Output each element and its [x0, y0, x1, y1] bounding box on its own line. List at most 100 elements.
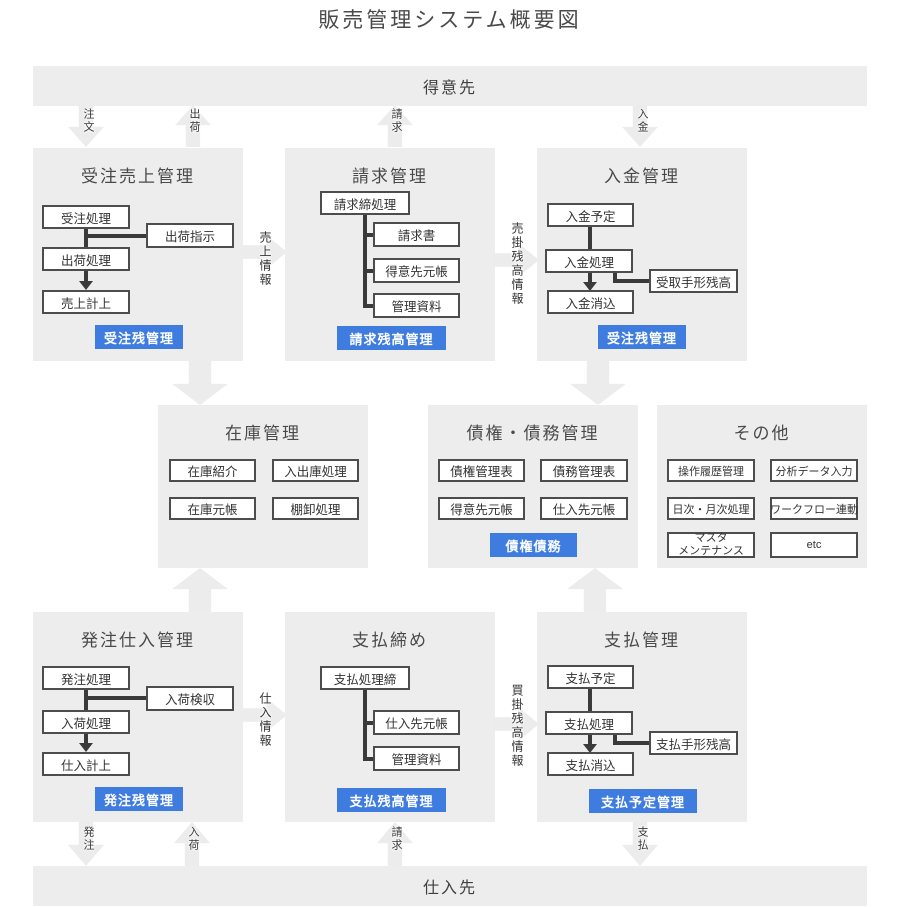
- billing-flow-label: 請求: [390, 108, 402, 134]
- row1-row2-down-arrow-icon: [172, 361, 228, 405]
- box-master-maintenance: マスタ メンテナンス: [667, 532, 755, 558]
- connector-line: [363, 757, 373, 761]
- connector-line: [84, 229, 88, 247]
- box-payables-table: 債務管理表: [540, 459, 628, 482]
- box-inventory-ledger: 在庫元帳: [169, 497, 256, 520]
- box-payment-closing-processing: 支払処理締: [320, 666, 410, 690]
- payment-schedule-badge: 支払予定管理: [589, 789, 697, 813]
- box-stocktaking: 棚卸処理: [272, 497, 359, 520]
- box-receiving-inspection: 入荷検収: [146, 686, 234, 711]
- box-supplier-ledger: 仕入先元帳: [540, 497, 628, 520]
- connector-line: [84, 734, 88, 744]
- panel-billing-management: 請求管理 請求締処理 請求書 得意先元帳 管理資料 請求残高管理: [285, 148, 495, 361]
- billing-flow-label: 請求: [390, 826, 402, 852]
- connector-line: [363, 721, 373, 725]
- box-etc: etc: [770, 532, 858, 558]
- payment-balance-badge: 支払残高管理: [337, 788, 446, 812]
- box-supplier-ledger: 仕入先元帳: [373, 710, 460, 735]
- box-daily-monthly-processing: 日次・月次処理: [667, 497, 755, 520]
- box-invoice: 請求書: [373, 222, 460, 247]
- supplier-band: 仕入先: [33, 866, 867, 906]
- box-notes-receivable-balance: 受取手形残高: [649, 269, 738, 293]
- box-payment-processing: 支払処理: [545, 711, 633, 735]
- box-payment-schedule: 支払予定: [547, 665, 634, 689]
- box-stock-inquiry: 在庫紹介: [169, 459, 256, 482]
- box-sales-recording: 売上計上: [42, 290, 130, 314]
- box-purchase-recording: 仕入計上: [42, 752, 130, 776]
- box-billing-closing: 請求締処理: [320, 191, 410, 215]
- purchase-backlog-badge: 発注残管理: [95, 787, 183, 811]
- box-receivables-table: 債権管理表: [438, 459, 525, 482]
- box-workflow-link: ワークフロー連動: [770, 497, 858, 520]
- purchase-info-label: 仕入情報: [258, 692, 272, 748]
- sales-info-label: 売上情報: [258, 231, 272, 287]
- connector-line: [363, 304, 373, 308]
- connector-line: [363, 215, 367, 306]
- panel-title: 請求管理: [352, 167, 428, 186]
- connector-line: [613, 279, 649, 283]
- panel-title: 在庫管理: [225, 424, 301, 443]
- panel-title: 支払管理: [604, 631, 680, 650]
- box-shipping-processing: 出荷処理: [42, 247, 130, 271]
- connector-line: [84, 234, 150, 238]
- row1-row2-down-arrow-icon: [570, 361, 626, 405]
- arrowhead-down-icon: [79, 743, 93, 752]
- row3-row2-up-arrow-icon: [567, 568, 623, 612]
- panel-credit-debt-management: 債権・債務管理 債権管理表 債務管理表 得意先元帳 仕入先元帳 債権債務: [428, 405, 638, 568]
- connector-line: [84, 271, 88, 282]
- panel-title: 支払締め: [352, 631, 428, 650]
- customer-band: 得意先: [33, 66, 867, 106]
- connector-line: [84, 696, 150, 700]
- diagram-title: 販売管理システム概要図: [318, 9, 582, 32]
- receiving-flow-label: 入荷: [187, 826, 199, 852]
- panel-purchase-order-management: 発注仕入管理 発注処理 入荷検収 入荷処理 仕入計上 発注残管理: [33, 612, 243, 822]
- order-backlog-badge: 受注残管理: [95, 325, 183, 349]
- connector-line: [613, 735, 617, 745]
- panel-inventory-management: 在庫管理 在庫紹介 入出庫処理 在庫元帳 棚卸処理: [158, 405, 368, 568]
- connector-line: [588, 227, 592, 249]
- connector-line: [363, 269, 373, 273]
- arrowhead-down-icon: [79, 281, 93, 290]
- box-receiving-processing: 入荷処理: [42, 710, 130, 734]
- box-management-documents: 管理資料: [373, 293, 460, 318]
- payable-info-label: 買掛残高情報: [510, 684, 524, 768]
- box-deposit-processing: 入金処理: [545, 249, 633, 273]
- receivable-info-label: 売掛残高情報: [510, 222, 524, 306]
- panel-deposit-management: 入金管理 入金予定 入金処理 受取手形残高 入金消込 受注残管理: [537, 148, 747, 361]
- box-customer-ledger: 得意先元帳: [373, 258, 460, 283]
- box-analysis-data-entry: 分析データ入力: [770, 459, 858, 482]
- box-in-out-processing: 入出庫処理: [272, 459, 359, 482]
- connector-line: [363, 690, 367, 761]
- box-operation-history: 操作履歴管理: [667, 459, 755, 482]
- box-deposit-schedule: 入金予定: [547, 203, 634, 227]
- billing-balance-badge: 請求残高管理: [337, 326, 446, 350]
- box-customer-ledger: 得意先元帳: [438, 497, 525, 520]
- arrowhead-down-icon: [583, 744, 597, 753]
- box-shipping-instruction: 出荷指示: [146, 223, 234, 248]
- panel-order-sales-management: 受注売上管理 受注処理 出荷指示 出荷処理 売上計上 受注残管理: [33, 148, 243, 361]
- panel-payment-management: 支払管理 支払予定 支払処理 支払手形残高 支払消込 支払予定管理: [537, 612, 747, 822]
- row3-row2-up-arrow-icon: [172, 568, 228, 612]
- box-notes-payable-balance: 支払手形残高: [649, 731, 738, 755]
- connector-line: [588, 689, 592, 711]
- ordering-flow-label: 発注: [82, 826, 94, 852]
- order-flow-label: 注文: [82, 108, 94, 134]
- deposit-flow-label: 入金: [636, 108, 648, 134]
- connector-line: [613, 741, 649, 745]
- box-management-documents: 管理資料: [373, 746, 460, 771]
- arrowhead-down-icon: [583, 282, 597, 291]
- panel-payment-closing: 支払締め 支払処理締 仕入先元帳 管理資料 支払残高管理: [285, 612, 495, 822]
- shipping-flow-label: 出荷: [188, 108, 200, 134]
- panel-title: その他: [733, 424, 791, 443]
- panel-title: 入金管理: [604, 167, 680, 186]
- panel-others: その他 操作履歴管理 分析データ入力 日次・月次処理 ワークフロー連動 マスタ …: [657, 405, 867, 568]
- panel-title: 発注仕入管理: [81, 631, 195, 650]
- connector-line: [588, 273, 592, 283]
- deposit-backlog-badge: 受注残管理: [598, 325, 686, 349]
- panel-title: 債権・債務管理: [466, 424, 600, 443]
- panel-title: 受注売上管理: [81, 167, 195, 186]
- credit-debt-badge: 債権債務: [490, 533, 577, 557]
- connector-line: [613, 273, 617, 283]
- payment-flow-label: 支払: [636, 826, 648, 852]
